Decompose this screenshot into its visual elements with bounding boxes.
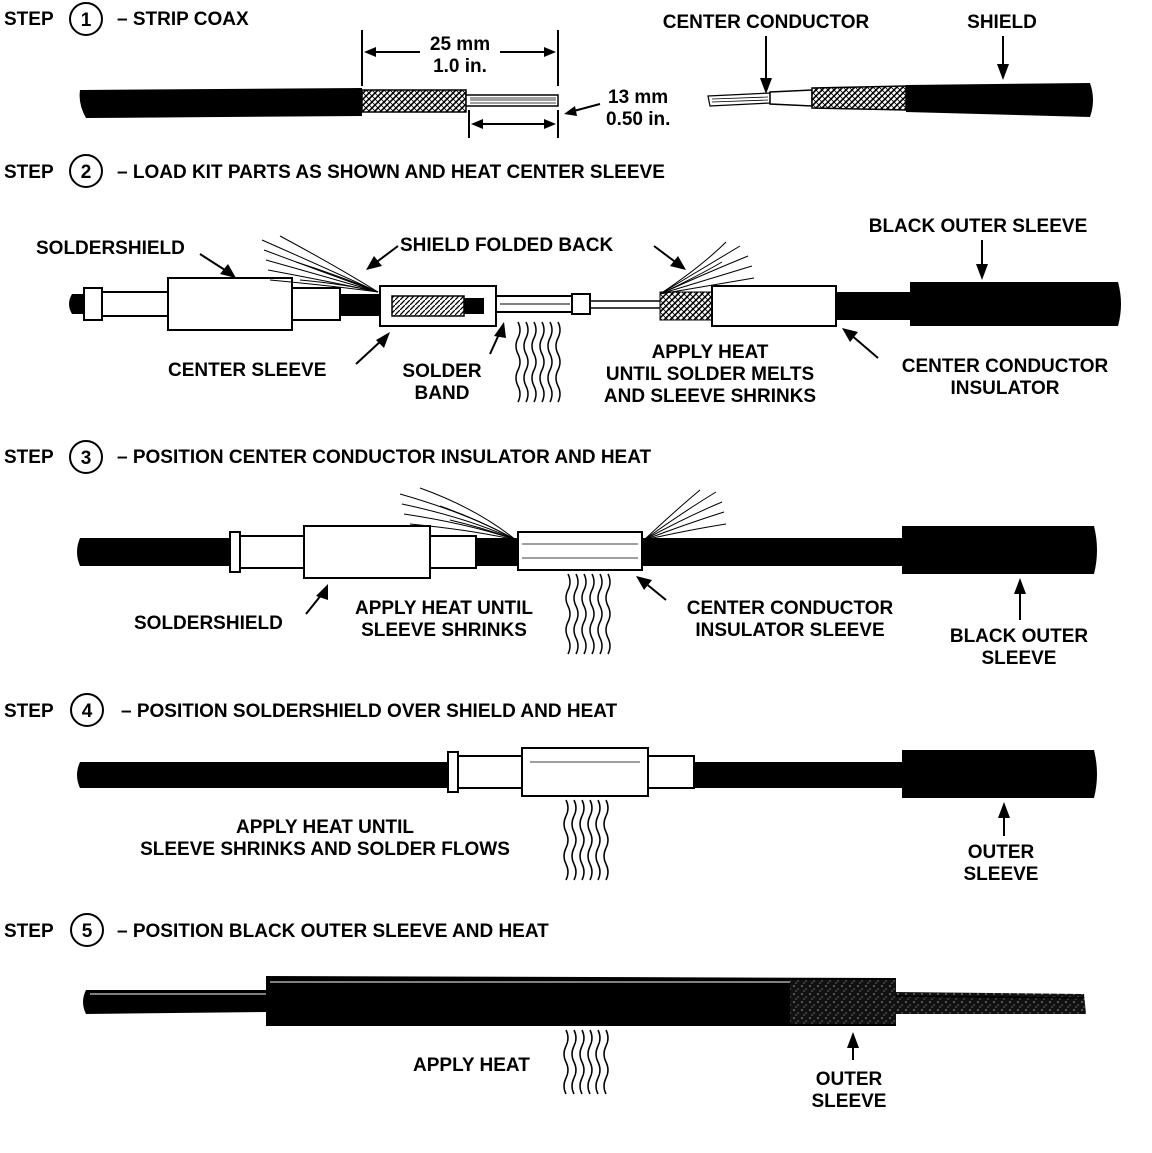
label-cci-2: INSULATOR xyxy=(950,378,1059,399)
soldershield-part xyxy=(521,747,649,797)
label-outer-2: SLEEVE xyxy=(964,864,1039,885)
label-apply-heat-1: APPLY HEAT UNTIL xyxy=(355,598,533,619)
step-5-badge xyxy=(70,913,104,947)
label-shield-folded-back: SHIELD FOLDED BACK xyxy=(400,235,614,256)
label-shield: SHIELD xyxy=(967,12,1037,33)
coax-jacket-right xyxy=(906,83,1093,117)
step-1-illustration: 25 mm 1.0 in. 13 mm 0.50 in. CENTER COND… xyxy=(79,12,1093,138)
step-5-title: – POSITION BLACK OUTER SLEEVE AND HEAT xyxy=(117,921,549,942)
dim-long-mm: 25 mm xyxy=(430,34,490,55)
step-3-illustration: SOLDERSHIELD APPLY HEAT UNTIL SLEEVE SHR… xyxy=(77,487,1097,669)
step-1-header: STEP 1 – STRIP COAX xyxy=(4,2,249,36)
solder-band-part xyxy=(391,295,465,317)
center-conductor-insulator-part xyxy=(711,285,837,327)
label-outer-1: OUTER xyxy=(816,1069,883,1090)
label-outer-2: SLEEVE xyxy=(812,1091,887,1112)
step-4-title: – POSITION SOLDERSHIELD OVER SHIELD AND … xyxy=(121,701,618,722)
step-2-word: STEP xyxy=(4,162,54,183)
step-3-word: STEP xyxy=(4,447,54,468)
label-outer-1: OUTER xyxy=(968,842,1035,863)
exposed-shield-braid xyxy=(361,89,467,113)
step-5-word: STEP xyxy=(4,921,54,942)
step-4-word: STEP xyxy=(4,701,54,722)
label-soldershield: SOLDERSHIELD xyxy=(36,238,185,259)
step-4-badge xyxy=(70,693,104,727)
step-3-header: STEP 3 – POSITION CENTER CONDUCTOR INSUL… xyxy=(4,440,652,474)
soldershield-part xyxy=(303,525,431,579)
center-conductor-strands xyxy=(707,92,771,107)
step-5-number: 5 xyxy=(82,921,93,942)
step-2-number: 2 xyxy=(81,162,92,183)
label-apply-heat-1: APPLY HEAT xyxy=(652,342,769,363)
label-apply-heat-2: SLEEVE SHRINKS AND SOLDER FLOWS xyxy=(140,839,510,860)
outer-sleeve-part xyxy=(902,750,1097,798)
shield-braid xyxy=(811,85,907,111)
step-1-badge xyxy=(69,2,103,36)
exposed-center-conductor xyxy=(465,94,559,107)
label-black-outer-2: SLEEVE xyxy=(982,648,1057,669)
step-1-number: 1 xyxy=(81,10,92,31)
step-1-title: – STRIP COAX xyxy=(117,9,249,30)
label-soldershield: SOLDERSHIELD xyxy=(134,613,283,634)
heat-waves-icon xyxy=(563,1029,609,1095)
black-outer-sleeve-part xyxy=(902,526,1097,574)
outer-sleeve-part xyxy=(266,976,896,1026)
heat-waves-icon xyxy=(515,321,561,403)
label-solder-band-2: BAND xyxy=(415,383,470,404)
heat-waves-icon xyxy=(565,573,611,655)
label-center-sleeve: CENTER SLEEVE xyxy=(168,360,326,381)
step-2-badge xyxy=(69,154,103,188)
step-1-word: STEP xyxy=(4,9,54,30)
step-4-header: STEP 4 – POSITION SOLDERSHIELD OVER SHIE… xyxy=(4,693,618,727)
step-5-header: STEP 5 – POSITION BLACK OUTER SLEEVE AND… xyxy=(4,913,549,947)
center-conductor-insulator-sleeve-part xyxy=(517,531,643,571)
step-2-header: STEP 2 – LOAD KIT PARTS AS SHOWN AND HEA… xyxy=(4,154,665,188)
step-3-badge xyxy=(69,440,103,474)
soldershield-part xyxy=(167,277,293,331)
label-apply-heat-2: SLEEVE SHRINKS xyxy=(361,620,527,641)
step-2-illustration: SOLDERSHIELD SHIELD FOLDED BACK BLACK OU… xyxy=(36,216,1121,407)
step-2-title: – LOAD KIT PARTS AS SHOWN AND HEAT CENTE… xyxy=(117,162,665,183)
label-ccis-2: INSULATOR SLEEVE xyxy=(695,620,884,641)
step-3-number: 3 xyxy=(81,448,92,469)
dielectric xyxy=(769,89,813,107)
step-4-number: 4 xyxy=(82,701,93,722)
dim-short-in: 0.50 in. xyxy=(606,109,670,130)
label-apply-heat: APPLY HEAT xyxy=(413,1055,530,1076)
label-apply-heat-2: UNTIL SOLDER MELTS xyxy=(606,364,814,385)
label-cci-1: CENTER CONDUCTOR xyxy=(902,356,1109,377)
label-black-outer-sleeve: BLACK OUTER SLEEVE xyxy=(869,216,1088,237)
label-solder-band-1: SOLDER xyxy=(402,361,481,382)
step-3-title: – POSITION CENTER CONDUCTOR INSULATOR AN… xyxy=(117,447,652,468)
label-ccis-1: CENTER CONDUCTOR xyxy=(687,598,894,619)
dim-long-in: 1.0 in. xyxy=(433,56,487,77)
heat-waves-icon xyxy=(563,799,609,881)
label-apply-heat-1: APPLY HEAT UNTIL xyxy=(236,817,414,838)
label-center-conductor: CENTER CONDUCTOR xyxy=(663,12,870,33)
step-5-illustration: APPLY HEAT OUTER SLEEVE xyxy=(83,976,1086,1112)
coax-jacket xyxy=(79,88,362,118)
label-black-outer-1: BLACK OUTER xyxy=(950,626,1089,647)
black-outer-sleeve-part xyxy=(910,282,1121,326)
dim-short-mm: 13 mm xyxy=(608,87,668,108)
step-4-illustration: APPLY HEAT UNTIL SLEEVE SHRINKS AND SOLD… xyxy=(77,747,1097,885)
label-apply-heat-3: AND SLEEVE SHRINKS xyxy=(604,386,816,407)
